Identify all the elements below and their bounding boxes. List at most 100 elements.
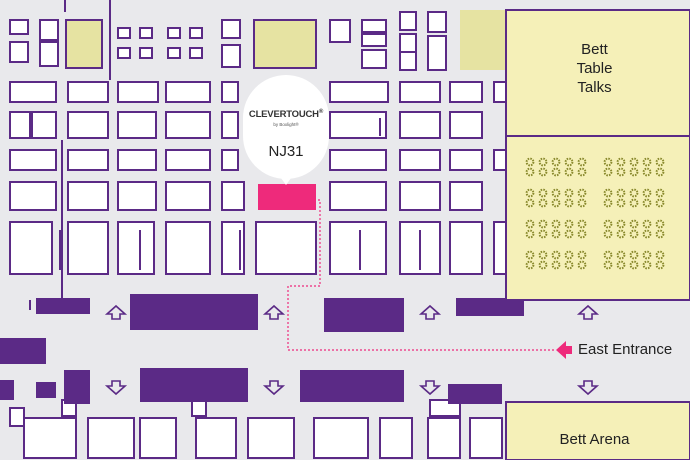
- stand-block: [130, 294, 258, 330]
- bett-arena-zone: [505, 401, 690, 460]
- exhibitor-location-pin[interactable]: CLEVERTOUCH® by Boxlight® NJ31: [243, 75, 329, 195]
- round-table-icon: [655, 250, 665, 260]
- entrance-arrow-icon: [556, 341, 572, 359]
- stand: [9, 81, 57, 103]
- stand: [165, 149, 211, 171]
- round-table-icon: [538, 157, 548, 167]
- round-table-icon: [629, 219, 639, 229]
- down-arrow-icon: [418, 380, 442, 396]
- seating-zone: [505, 135, 690, 301]
- stand: [399, 111, 441, 139]
- round-tables: [525, 157, 665, 270]
- round-table-icon: [655, 167, 665, 177]
- round-table-icon: [564, 188, 574, 198]
- stand: [449, 181, 483, 211]
- round-table-icon: [577, 219, 587, 229]
- stand-block: [64, 370, 90, 404]
- round-table-icon: [603, 250, 613, 260]
- round-table-icon: [629, 157, 639, 167]
- pin-pointer: [273, 167, 299, 185]
- stand: [221, 111, 239, 139]
- exhibitor-logo-tagline: by Boxlight®: [273, 122, 299, 127]
- stand: [361, 19, 387, 33]
- stand: [221, 149, 239, 171]
- stand: [329, 181, 387, 211]
- stand: [399, 149, 441, 171]
- round-table-icon: [603, 229, 613, 239]
- stand-block: [36, 298, 90, 314]
- round-table-icon: [551, 219, 561, 229]
- stand: [221, 19, 241, 39]
- walkway-arrows: [104, 304, 600, 396]
- stand: [399, 33, 417, 53]
- stand: [361, 33, 387, 47]
- stand: [117, 149, 157, 171]
- stand: [31, 111, 57, 139]
- round-table-icon: [629, 260, 639, 270]
- round-table-icon: [629, 229, 639, 239]
- stand: [67, 221, 109, 275]
- round-table-icon: [538, 219, 548, 229]
- round-table-icon: [525, 167, 535, 177]
- highlighted-stand: [258, 184, 316, 210]
- stand: [117, 81, 159, 103]
- exhibitor-logo: CLEVERTOUCH®: [243, 109, 329, 120]
- round-table-icon: [629, 198, 639, 208]
- stand: [9, 41, 29, 63]
- stand: [67, 111, 109, 139]
- stand: [399, 81, 441, 103]
- stand: [191, 399, 207, 417]
- round-table-icon: [564, 260, 574, 270]
- stand: [117, 47, 131, 59]
- round-table-icon: [642, 198, 652, 208]
- east-entrance-label: East Entrance: [578, 341, 673, 358]
- stand: [379, 417, 413, 459]
- up-arrow-icon: [262, 304, 286, 320]
- round-table-icon: [564, 167, 574, 177]
- round-table-icon: [551, 157, 561, 167]
- round-table-icon: [629, 250, 639, 260]
- stand: [39, 19, 59, 41]
- stand: [399, 51, 417, 71]
- round-table-icon: [577, 260, 587, 270]
- stand: [469, 417, 503, 459]
- zone-label-line: Talks: [577, 79, 612, 96]
- feature-zone: [65, 19, 103, 69]
- stand: [9, 19, 29, 35]
- stand: [329, 111, 387, 139]
- feature-zone: [253, 19, 317, 69]
- round-table-icon: [603, 157, 613, 167]
- location-pin-icon: [243, 75, 329, 179]
- stand-number: NJ31: [268, 143, 304, 160]
- route-path: [287, 199, 556, 351]
- stand: [221, 181, 245, 211]
- up-arrow-icon: [576, 304, 600, 320]
- stand: [165, 81, 211, 103]
- round-table-icon: [538, 250, 548, 260]
- round-table-icon: [525, 260, 535, 270]
- stand: [67, 181, 109, 211]
- round-table-icon: [629, 188, 639, 198]
- stand: [165, 181, 211, 211]
- stand: [427, 35, 447, 71]
- round-table-icon: [577, 188, 587, 198]
- stand: [139, 27, 153, 39]
- stand-outlines: [9, 0, 507, 459]
- round-table-icon: [538, 188, 548, 198]
- round-table-icon: [538, 198, 548, 208]
- stand: [9, 111, 31, 139]
- brand-registered-mark: ®: [318, 109, 324, 115]
- stand: [329, 149, 387, 171]
- stand: [139, 417, 177, 459]
- stand: [255, 221, 317, 275]
- stand: [399, 11, 417, 31]
- round-table-icon: [603, 219, 613, 229]
- stand: [493, 221, 507, 275]
- round-table-icon: [616, 260, 626, 270]
- stand: [167, 27, 181, 39]
- round-table-icon: [564, 250, 574, 260]
- round-table-icon: [603, 260, 613, 270]
- round-table-icon: [551, 167, 561, 177]
- stand: [329, 81, 389, 103]
